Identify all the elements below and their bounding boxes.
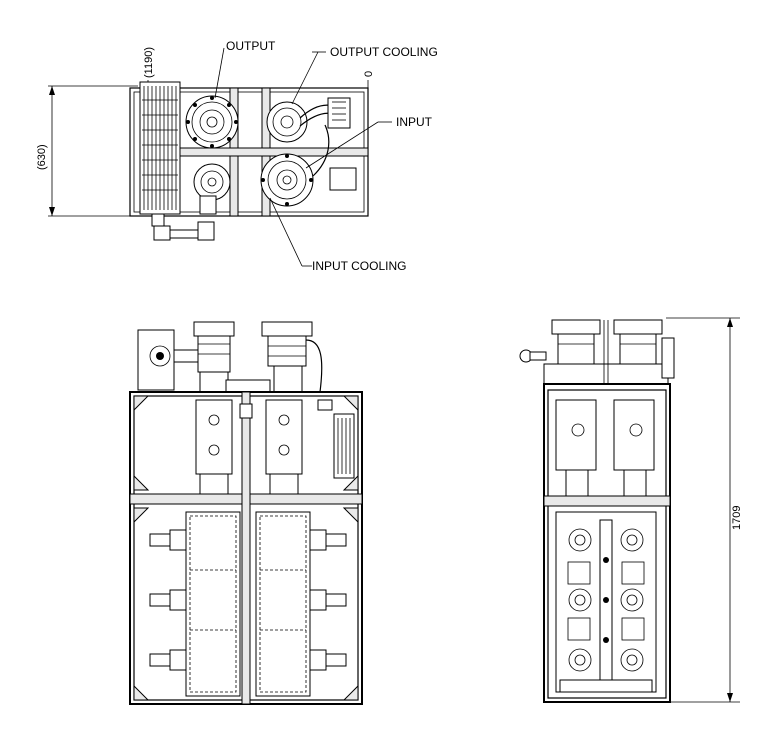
output-cooling-port-top — [266, 97, 351, 143]
front-upper-cavities — [195, 399, 355, 495]
front-top-components — [137, 321, 333, 411]
dim-height: 1709 — [666, 317, 743, 703]
input-cooling-port-top — [193, 163, 231, 215]
dim-zero-label: 0 — [363, 71, 375, 77]
side-lower-panel — [555, 511, 657, 693]
dim-top-depth-label: (630) — [36, 144, 48, 170]
heatsink-top — [139, 81, 181, 215]
label-input: INPUT — [396, 115, 433, 129]
top-view: (1190) 0 (630) — [36, 39, 438, 273]
label-input-cooling: INPUT COOLING — [312, 259, 406, 273]
pipe-assembly-top — [151, 213, 215, 241]
label-output: OUTPUT — [226, 39, 276, 53]
label-output-cooling: OUTPUT COOLING — [330, 45, 438, 59]
output-port-top — [185, 95, 239, 149]
front-view — [129, 321, 363, 705]
dim-top-width-label: (1190) — [143, 47, 155, 78]
front-lower-modules — [149, 511, 347, 697]
input-port-top — [260, 124, 357, 207]
dim-height-label: 1709 — [731, 506, 743, 530]
dim-top-depth: (630) — [36, 85, 138, 217]
side-view: 1709 — [519, 317, 743, 703]
side-top-components — [519, 319, 675, 385]
